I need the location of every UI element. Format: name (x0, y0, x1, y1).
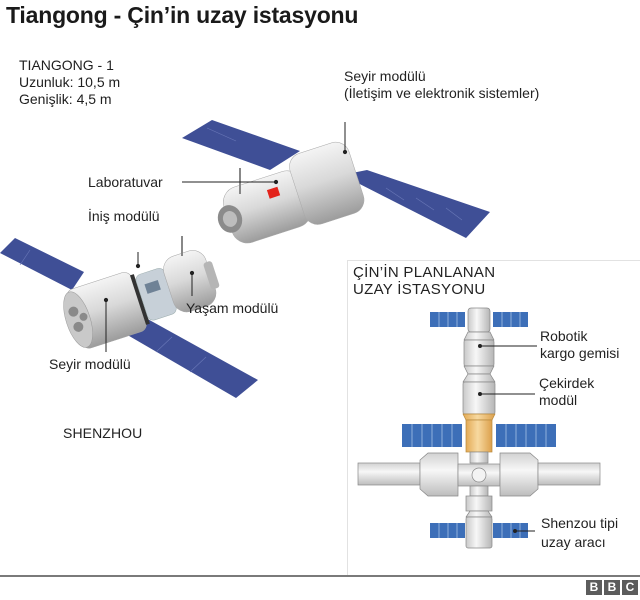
planned-station-title-line2: UZAY İSTASYONU (353, 281, 486, 298)
label-core-module: Çekirdek modül (539, 375, 594, 409)
label-shenzhou-type-line1: Shenzou tipi (541, 515, 619, 531)
label-orbital-module: Yaşam modülü (186, 300, 279, 316)
leader-lines (103, 122, 348, 352)
label-cargo-ship: Robotik kargo gemisi (540, 328, 619, 362)
label-cargo-ship-line1: Robotik (540, 328, 588, 344)
shenzhou-body (63, 250, 220, 349)
tiangong-body (217, 141, 365, 244)
tiangong-solar-panel-upper (182, 120, 300, 170)
spec-name: TIANGONG - 1 (19, 57, 114, 73)
spec-length: Uzunluk: 10,5 m (19, 74, 121, 90)
bbc-logo-letter-1: B (586, 580, 602, 595)
label-shenzhou: SHENZHOU (63, 425, 143, 441)
label-cargo-ship-line2: kargo gemisi (540, 345, 620, 361)
label-laboratory: Laboratuvar (88, 174, 163, 190)
label-propulsion-module-line1: Seyir modülü (344, 68, 426, 84)
label-propulsion-module: Seyir modülü (İletişim ve elektronik sis… (344, 68, 539, 102)
page-title: Tiangong - Çin’in uzay istasyonu (6, 2, 359, 28)
bbc-logo: B B C (586, 580, 638, 595)
label-core-module-line2: modül (539, 392, 578, 408)
planned-station-title-line1: ÇİN’İN PLANLANAN (353, 264, 496, 281)
bottom-divider (0, 575, 640, 577)
planned-station-schematic (357, 307, 601, 549)
planned-station-title: ÇİN’İN PLANLANAN UZAY İSTASYONU (353, 264, 495, 298)
shenzhou-solar-panel-lower (124, 317, 258, 398)
bbc-logo-letter-3: C (622, 580, 638, 595)
tiangong-specs: TIANGONG - 1 Uzunluk: 10,5 m Genişlik: 4… (19, 57, 120, 108)
planned-station-panel (347, 260, 640, 576)
label-service-module: Seyir modülü (49, 356, 131, 372)
label-reentry-module: İniş modülü (88, 208, 160, 224)
shenzhou-solar-panel-upper (0, 238, 84, 290)
label-shenzhou-type-craft: Shenzou tipi uzay aracı (541, 514, 618, 552)
tiangong-solar-panel-lower (342, 170, 490, 238)
label-core-module-line1: Çekirdek (539, 375, 595, 391)
spec-width: Genişlik: 4,5 m (19, 91, 112, 107)
label-propulsion-module-line2: (İletişim ve elektronik sistemler) (344, 85, 540, 101)
label-shenzhou-type-line2: uzay aracı (541, 534, 606, 550)
bbc-logo-letter-2: B (604, 580, 620, 595)
